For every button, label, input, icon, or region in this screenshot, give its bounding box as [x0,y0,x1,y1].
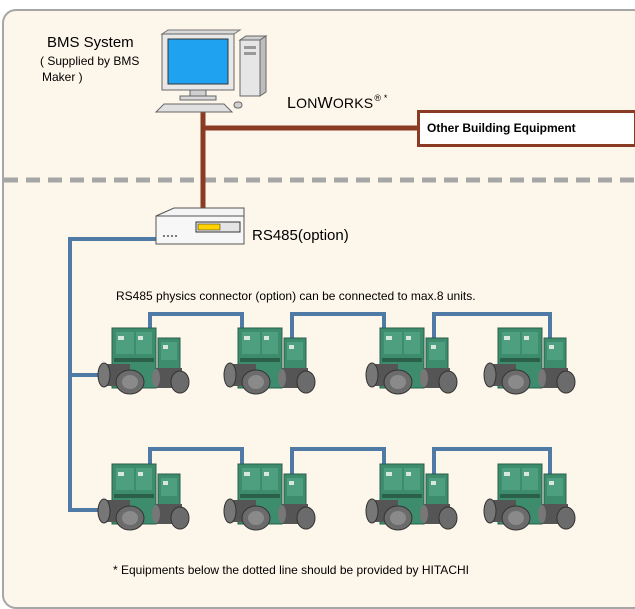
lonworks-label: LONWORKS® * [287,93,388,112]
footnote: * Equipments below the dotted line shoul… [113,563,469,577]
network-diagram [4,29,635,531]
other-building-equipment-label: Other Building Equipment [427,121,576,135]
chiller-unit-icon [365,327,458,395]
chiller-row-2 [97,463,576,531]
bms-subtitle-line1: ( Supplied by BMS [40,54,140,68]
chiller-row-1 [97,327,576,395]
chiller-unit-icon [97,463,190,531]
lonworks-network-lines [200,104,420,210]
chiller-unit-icon [483,463,576,531]
rs485-gateway-label: RS485(option) [252,227,349,244]
chiller-unit-icon [365,463,458,531]
chiller-unit-icon [97,327,190,395]
bms-computer-icon [154,29,268,113]
connector-note: RS485 physics connector (option) can be … [116,289,476,303]
chiller-unit-icon [483,327,576,395]
bms-system-title: BMS System [47,34,134,51]
other-building-equipment-box [417,110,635,147]
bms-subtitle-line2: Maker ) [42,70,83,84]
rs485-gateway-icon [155,207,245,245]
chiller-unit-icon [223,463,316,531]
chiller-unit-icon [223,327,316,395]
